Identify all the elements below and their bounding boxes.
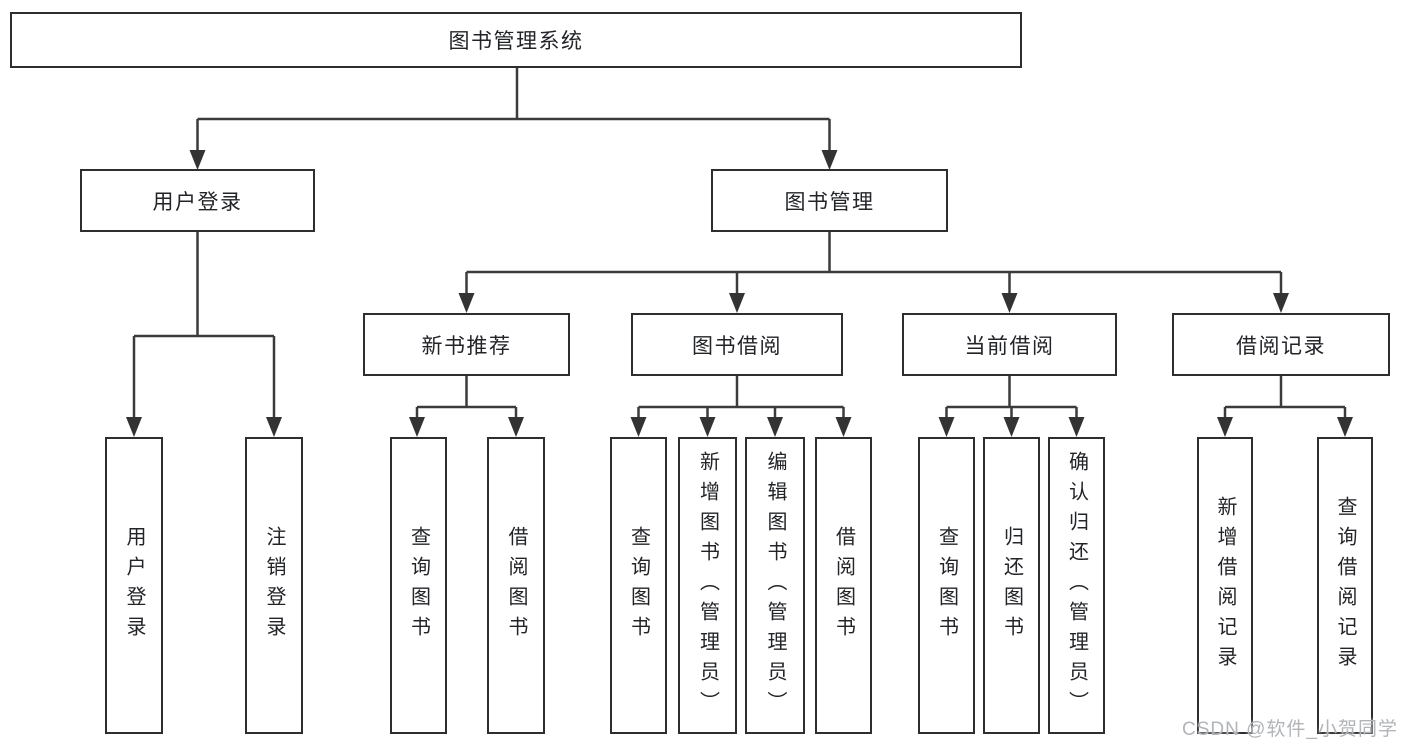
node-label: 注销登录 bbox=[263, 525, 285, 646]
csdn-watermark: CSDN @软件_小贺同学 bbox=[1182, 719, 1398, 740]
node-book-borrowing: 图书借阅 bbox=[631, 313, 843, 376]
node-label: 图书借阅 bbox=[692, 334, 782, 358]
leaf-edit-books-admin: 编辑图书（管理员） bbox=[745, 437, 805, 734]
node-label: 借阅记录 bbox=[1236, 334, 1326, 358]
node-label: 图书管理 bbox=[784, 190, 875, 214]
node-label: 查询借阅记录 bbox=[1334, 495, 1356, 676]
node-label: 借阅图书 bbox=[832, 525, 855, 646]
leaf-query-borrow-record: 查询借阅记录 bbox=[1317, 437, 1373, 734]
leaf-user-login: 用户登录 bbox=[105, 437, 163, 734]
node-book-management: 图书管理 bbox=[711, 169, 948, 232]
leaf-add-books-admin: 新增图书（管理员） bbox=[678, 437, 737, 734]
node-current-borrowing: 当前借阅 bbox=[902, 313, 1117, 376]
leaf-add-borrow-record: 新增借阅记录 bbox=[1197, 437, 1253, 734]
leaf-borrow-books-1: 借阅图书 bbox=[487, 437, 545, 734]
node-label: 查询图书 bbox=[407, 525, 430, 646]
node-label: 新增图书（管理员） bbox=[696, 450, 719, 721]
leaf-borrow-books-2: 借阅图书 bbox=[815, 437, 872, 734]
node-label: 当前借阅 bbox=[964, 334, 1055, 358]
node-borrowing-records: 借阅记录 bbox=[1172, 313, 1390, 376]
node-label: 用户登录 bbox=[152, 190, 243, 214]
arrowheads bbox=[126, 150, 1353, 437]
node-library-management-system: 图书管理系统 bbox=[10, 12, 1022, 68]
node-label: 查询图书 bbox=[627, 525, 650, 646]
node-label: 新书推荐 bbox=[421, 334, 512, 358]
node-label: 编辑图书（管理员） bbox=[764, 450, 786, 721]
node-label: 用户登录 bbox=[123, 525, 145, 646]
leaf-confirm-return-admin: 确认归还（管理员） bbox=[1048, 437, 1105, 734]
node-label: 归还图书 bbox=[1000, 525, 1023, 646]
node-label: 新增借阅记录 bbox=[1214, 495, 1236, 676]
leaf-logout: 注销登录 bbox=[245, 437, 303, 734]
node-label: 借阅图书 bbox=[505, 525, 527, 646]
leaf-query-books-1: 查询图书 bbox=[390, 437, 447, 734]
node-label: 图书管理系统 bbox=[448, 30, 584, 53]
leaf-return-books: 归还图书 bbox=[983, 437, 1040, 734]
node-label: 查询图书 bbox=[935, 525, 958, 646]
node-label: 确认归还（管理员） bbox=[1065, 450, 1088, 721]
node-new-book-recommend: 新书推荐 bbox=[363, 313, 570, 376]
node-user-login: 用户登录 bbox=[80, 169, 315, 232]
leaf-query-books-2: 查询图书 bbox=[610, 437, 667, 734]
leaf-query-books-3: 查询图书 bbox=[918, 437, 975, 734]
